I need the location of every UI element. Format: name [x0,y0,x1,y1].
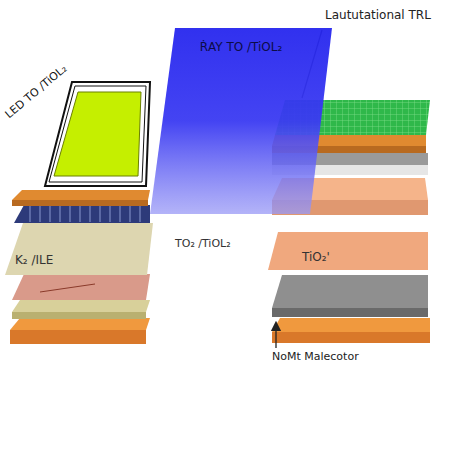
orange-slab-front [12,200,148,206]
olive-layer-front [12,312,146,319]
bottom-slab [272,318,430,332]
pointer-arrow [275,326,276,348]
blue-plate-outline [150,28,332,214]
rotated-label: LED TO /TiOL₂ [3,62,70,121]
bottom-slab-front [10,330,146,344]
layer-label: TO₂ /TiOL₂ [175,237,231,250]
layer-text: ṘAY TO /TiOL₂ [150,40,332,54]
led-frame [45,82,150,186]
leader-line [40,284,95,292]
title-label: Laututational TRL [325,8,431,22]
blue-plate: ṘAY TO /TiOL₂ [150,28,332,214]
navy-stripe-layer [14,205,150,223]
beige-layer: K₂ /ILE [5,223,153,275]
blue-plate-shape [150,28,332,214]
olive-layer [12,300,150,312]
bottom-slab [10,318,150,330]
layer-text: K₂ /ILE [15,253,53,267]
grey-thick-layer-front [272,308,428,317]
peach-layer: TiO₂' [268,232,428,270]
beige-layer-outline [5,223,153,275]
part-label: NoMt Malecotor [272,350,359,363]
layer-text: TiO₂' [302,250,330,264]
orange-slab [12,190,150,200]
led-frame-inner [49,86,146,182]
peach-layer-shape [268,232,428,270]
bottom-slab-front [272,332,430,343]
peach-layer-outline [268,232,428,270]
pink-layer [12,274,150,300]
grey-thick-layer [272,275,428,308]
stripe-lines [30,206,140,222]
beige-layer-shape [5,223,153,275]
led-plate [54,92,141,176]
